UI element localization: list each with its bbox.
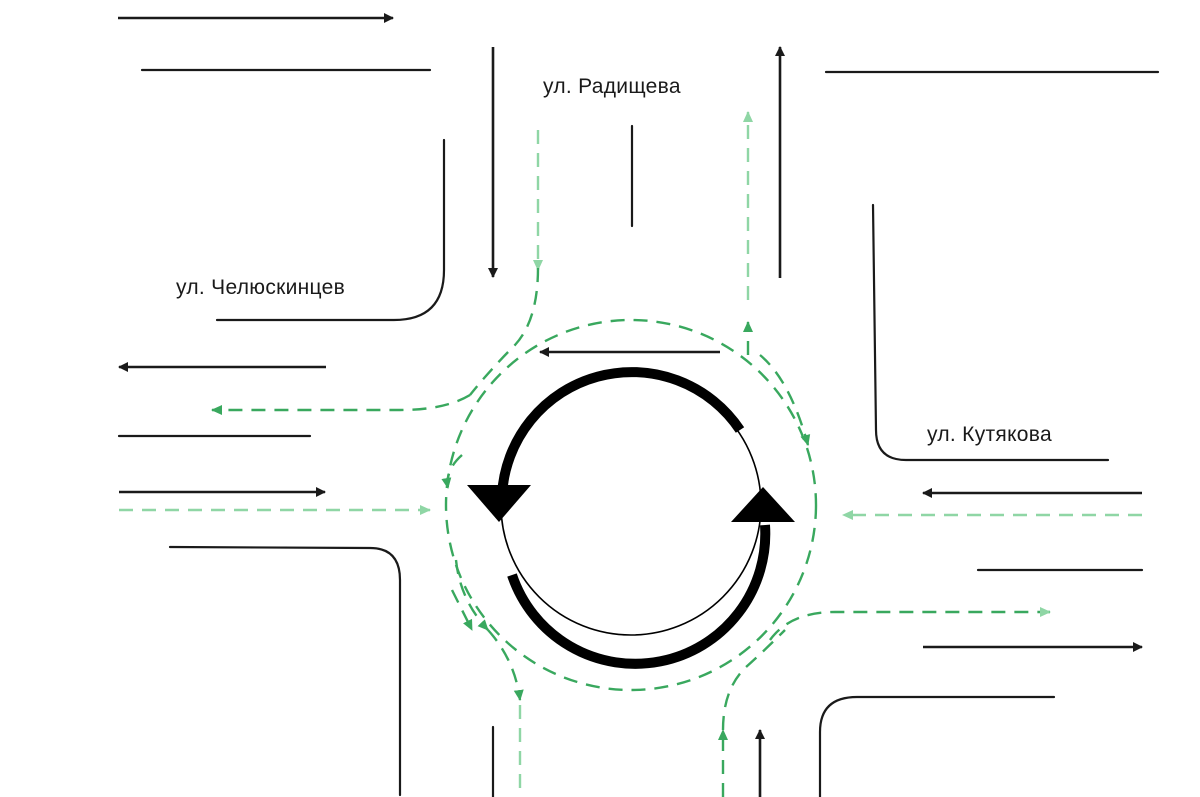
street-label-east: ул. Кутякова [927,423,1052,446]
curb-se-corner [818,695,1056,797]
curb-ne-corner [871,203,1110,462]
route-ne-ring-arc [759,354,811,446]
route-south-exit [487,629,524,701]
ring-arc-lower [507,524,771,669]
route-east-exit [769,607,1051,641]
traffic-arrows [118,13,1143,797]
route-sw-inner [450,589,474,631]
street-labels: ул. Радищева ул. Челюскинцев ул. Кутяков… [176,75,1052,446]
street-label-north: ул. Радищева [543,75,681,98]
street-label-west: ул. Челюскинцев [176,276,345,299]
road-edges [117,68,1160,797]
route-west-ring-arc [441,454,463,489]
route-south-entry-curve [721,629,786,731]
curb-sw-corner [168,545,402,797]
ring-arrowhead-left [467,485,531,522]
route-roundabout-ring [444,318,818,692]
green-routes [119,111,1142,797]
route-west-exit [211,393,471,415]
route-north-entry-curve [469,267,540,396]
route-sw-ring-arc [454,559,489,631]
ring-arrowhead-right [731,487,795,522]
ring-arc-upper [497,367,745,496]
counterclockwise-circular-arrows-icon [467,367,795,669]
curb-nw-corner [215,138,446,322]
